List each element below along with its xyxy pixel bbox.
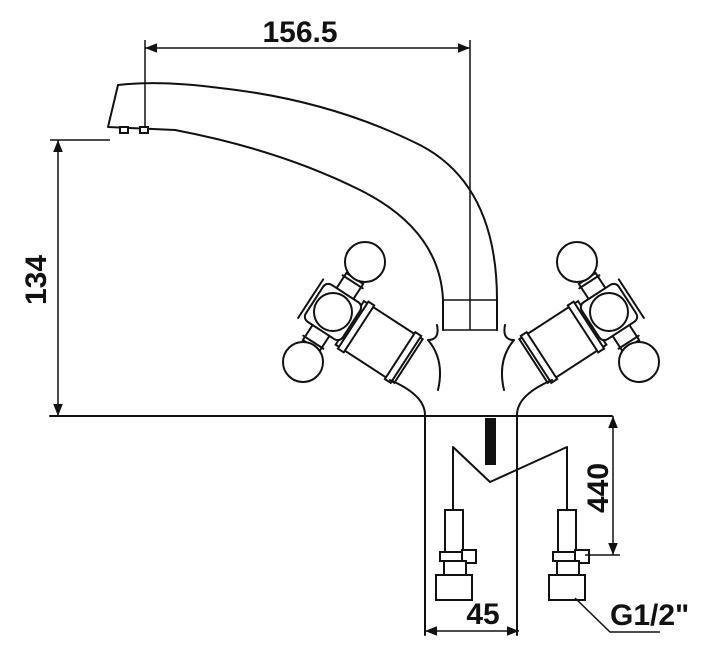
thread-callout: G1/2"	[574, 597, 689, 633]
pipe-spacing-label: 45	[466, 598, 499, 631]
spout	[107, 82, 498, 331]
dimension-spout-height: 134	[20, 139, 110, 416]
left-connector	[435, 509, 477, 601]
dimension-hose-length: 440	[582, 416, 620, 556]
spout-height-label: 134	[20, 255, 53, 305]
left-handle	[282, 241, 442, 636]
mounting-stud	[485, 418, 496, 465]
dimension-spout-reach: 156.5	[144, 16, 471, 330]
spout-reach-label: 156.5	[262, 16, 337, 49]
flex-hoses	[452, 446, 568, 511]
thread-size-label: G1/2"	[610, 599, 689, 632]
right-connector	[548, 509, 590, 601]
dimension-pipe-spacing: 45	[425, 598, 519, 636]
hose-length-label: 440	[582, 463, 615, 513]
